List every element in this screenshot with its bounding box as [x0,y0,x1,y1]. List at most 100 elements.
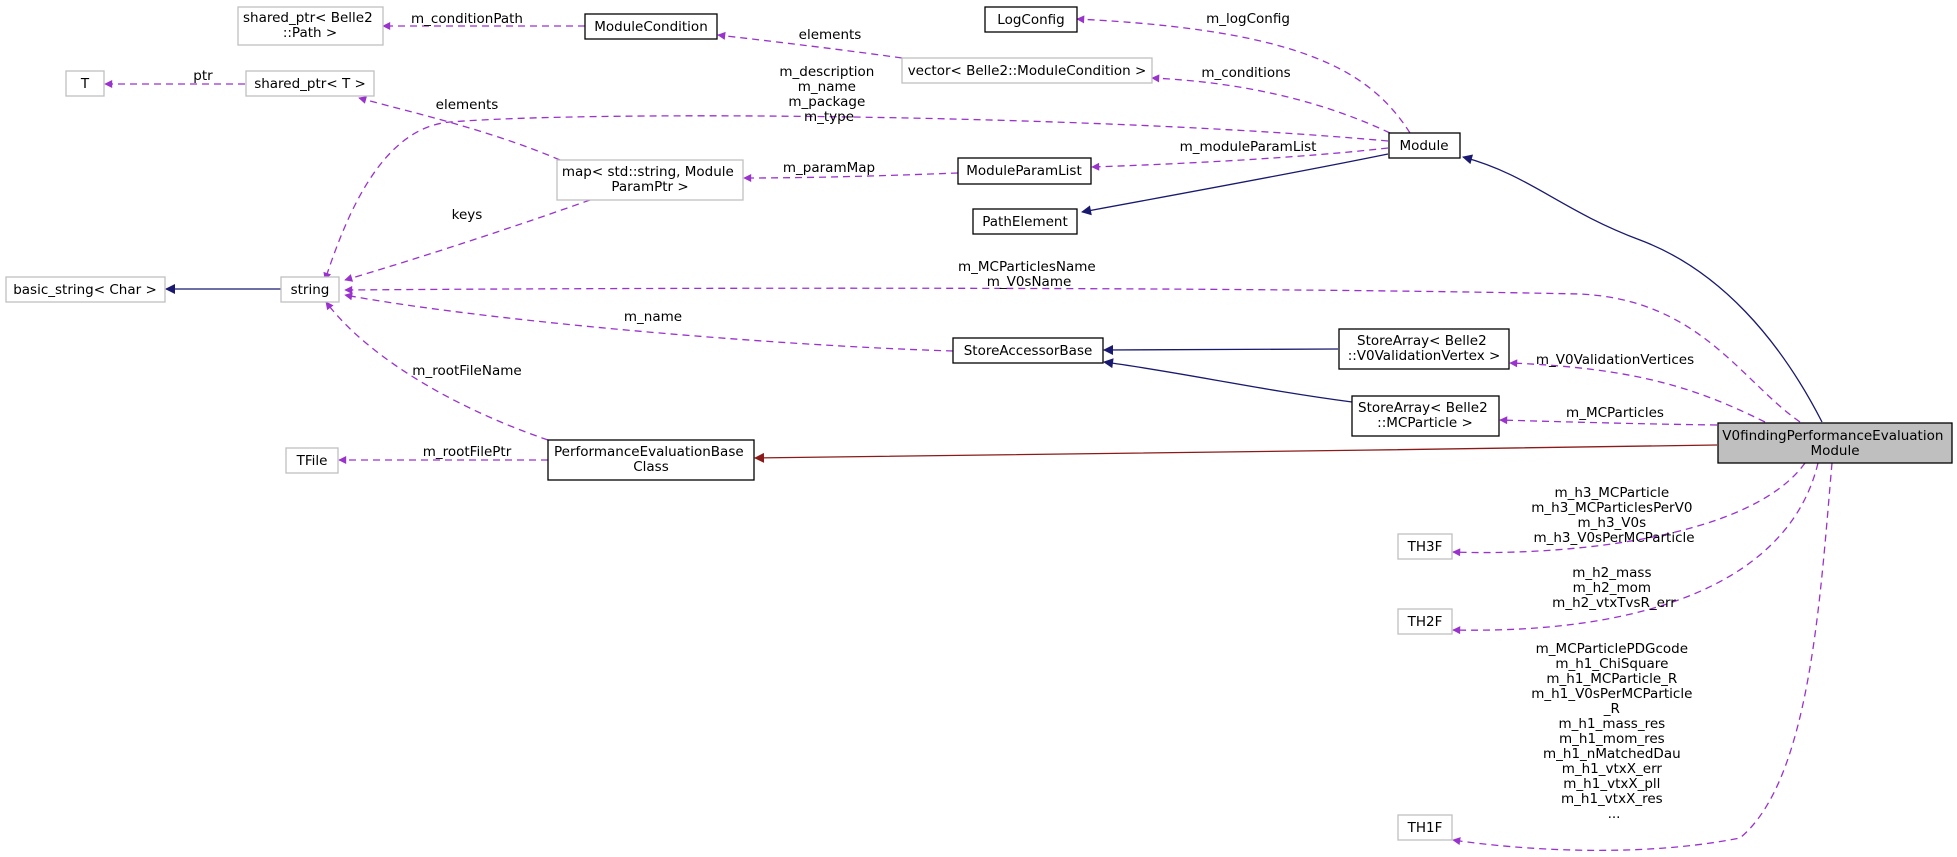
node-label: StoreArray< Belle2 ::V0ValidationVertex … [1348,333,1501,364]
node-label-line: TH1F [1407,820,1443,836]
edge-label-module-members: m_description m_name m_package m_type [779,64,878,125]
label-line: _R [1603,701,1620,717]
node-performance-evaluation-base[interactable]: PerformanceEvaluationBase Class [547,439,755,481]
node-th1f[interactable]: TH1F [1397,814,1453,841]
node-label-line: StoreAccessorBase [964,343,1093,359]
node-label-line: shared_ptr< Belle2 [243,10,373,26]
node-label: ModuleCondition [594,19,708,35]
edge-label-condition-path: m_conditionPath [411,11,523,27]
label-line: m_h1_vtxX_pll [1563,776,1660,792]
edge-v0finding-to-th2f [1452,462,1819,635]
node-th2f[interactable]: TH2F [1397,608,1453,635]
edge-vector-to-module-condition [717,31,903,59]
node-label: vector< Belle2::ModuleCondition > [908,63,1147,79]
node-vector-module-condition[interactable]: vector< Belle2::ModuleCondition > [901,57,1153,84]
label-line: m_h2_vtxTvsR_err [1552,595,1676,611]
node-v0finding-performance-evaluation-module[interactable]: V0findingPerformanceEvaluation Module [1717,422,1953,464]
node-label-line: LogConfig [997,12,1064,28]
label-line: m_h1_MCParticle_R [1546,671,1677,687]
label-line: m_h3_V0sPerMCParticle [1533,530,1694,546]
node-label-line: ::MCParticle > [1377,415,1473,431]
node-store-array-v0[interactable]: StoreArray< Belle2 ::V0ValidationVertex … [1338,328,1510,370]
node-label-line: TFile [296,453,328,469]
node-label-line: ::Path > [283,25,337,41]
edge-label-h1: m_MCParticlePDGcode m_h1_ChiSquare m_h1_… [1531,641,1696,822]
label-line: m_logConfig [1206,11,1290,27]
node-module[interactable]: Module [1388,132,1461,159]
node-label: TH2F [1407,614,1443,630]
node-shared-ptr-path[interactable]: shared_ptr< Belle2 ::Path > [237,6,384,46]
label-line: m_h1_ChiSquare [1555,656,1668,672]
label-line: ptr [193,68,213,84]
label-line: m_h1_vtxX_err [1562,761,1663,777]
node-label-line: ParamPtr > [611,179,688,195]
edge-v0finding-to-string-names [344,285,1801,423]
node-path-element[interactable]: PathElement [972,208,1078,235]
node-label-line: PerformanceEvaluationBase [554,444,744,460]
edge-v0finding-inherits-perf-eval [754,444,1718,463]
node-module-param-list[interactable]: ModuleParamList [957,157,1092,185]
edge-label-log-config: m_logConfig [1206,11,1290,27]
edge-v0finding-to-store-array-mc [1499,416,1718,426]
edge-label-elements-map: elements [436,97,499,113]
node-label: T [80,76,90,92]
node-log-config[interactable]: LogConfig [984,6,1078,33]
node-label: TFile [296,453,328,469]
node-label: Module [1399,138,1448,154]
edges [104,15,1833,852]
label-line: m_h2_mom [1573,580,1651,596]
node-label: V0findingPerformanceEvaluation Module [1722,428,1947,459]
node-label: StoreArray< Belle2 ::MCParticle > [1358,400,1492,431]
node-tfile[interactable]: TFile [285,447,339,474]
label-line: m_MCParticlePDGcode [1536,641,1688,657]
edge-label-root-file-name: m_rootFileName [412,363,521,379]
node-t[interactable]: T [65,70,105,97]
node-label-line: Class [633,459,669,475]
node-label-line: ModuleParamList [966,163,1081,179]
node-label: basic_string< Char > [13,282,157,298]
label-line: m_h2_mass [1572,565,1651,581]
edge-label-h3: m_h3_MCParticle m_h3_MCParticlesPerV0 m_… [1531,485,1696,546]
label-line: m_MCParticles [1566,405,1664,421]
node-label-line: StoreArray< Belle2 [1358,400,1488,416]
edge-module-to-module-param-list [1091,147,1389,171]
node-label: string [291,282,330,298]
node-label-line: Module [1810,443,1859,459]
label-line: m_rootFileName [412,363,521,379]
node-label-line: map< std::string, Module [562,164,734,180]
node-module-condition[interactable]: ModuleCondition [584,13,718,40]
node-label-line: vector< Belle2::ModuleCondition > [908,63,1147,79]
node-label: map< std::string, Module ParamPtr > [562,164,738,195]
label-line: m_rootFilePtr [423,444,512,460]
node-label: shared_ptr< T > [254,76,366,92]
label-line: elements [799,27,862,43]
node-shared-ptr-t[interactable]: shared_ptr< T > [245,70,375,97]
node-label-line: shared_ptr< T > [254,76,366,92]
node-label: PerformanceEvaluationBase Class [554,444,748,475]
node-map-module-param[interactable]: map< std::string, Module ParamPtr > [556,159,744,201]
node-label: TH3F [1407,539,1443,555]
label-line: m_conditions [1201,65,1290,81]
edge-label-module-param-list: m_moduleParamList [1180,139,1317,155]
node-th3f[interactable]: TH3F [1397,533,1453,560]
node-store-accessor-base[interactable]: StoreAccessorBase [952,337,1104,364]
node-label: StoreAccessorBase [964,343,1093,359]
label-line: m_h1_V0sPerMCParticle [1531,686,1692,702]
edge-label-ptr: ptr [193,68,213,84]
node-store-array-mc[interactable]: StoreArray< Belle2 ::MCParticle > [1351,395,1500,437]
label-line: m_h1_nMatchedDau [1543,746,1681,762]
nodes: shared_ptr< Belle2 ::Path > ModuleCondit… [5,6,1953,841]
edge-store-array-v0-inherits-accessor [1103,344,1339,355]
label-line: elements [436,97,499,113]
node-string[interactable]: string [280,276,340,303]
label-line: m_h1_mass_res [1559,716,1666,732]
label-line: m_paramMap [783,160,875,176]
label-line: ... [1608,806,1621,822]
node-label-line: StoreArray< Belle2 [1357,333,1487,349]
label-line: m_conditionPath [411,11,523,27]
edge-label-conditions: m_conditions [1201,65,1290,81]
node-basic-string[interactable]: basic_string< Char > [5,276,166,303]
node-label-line: ::V0ValidationVertex > [1348,348,1501,364]
edge-store-accessor-to-string-name [344,292,954,352]
